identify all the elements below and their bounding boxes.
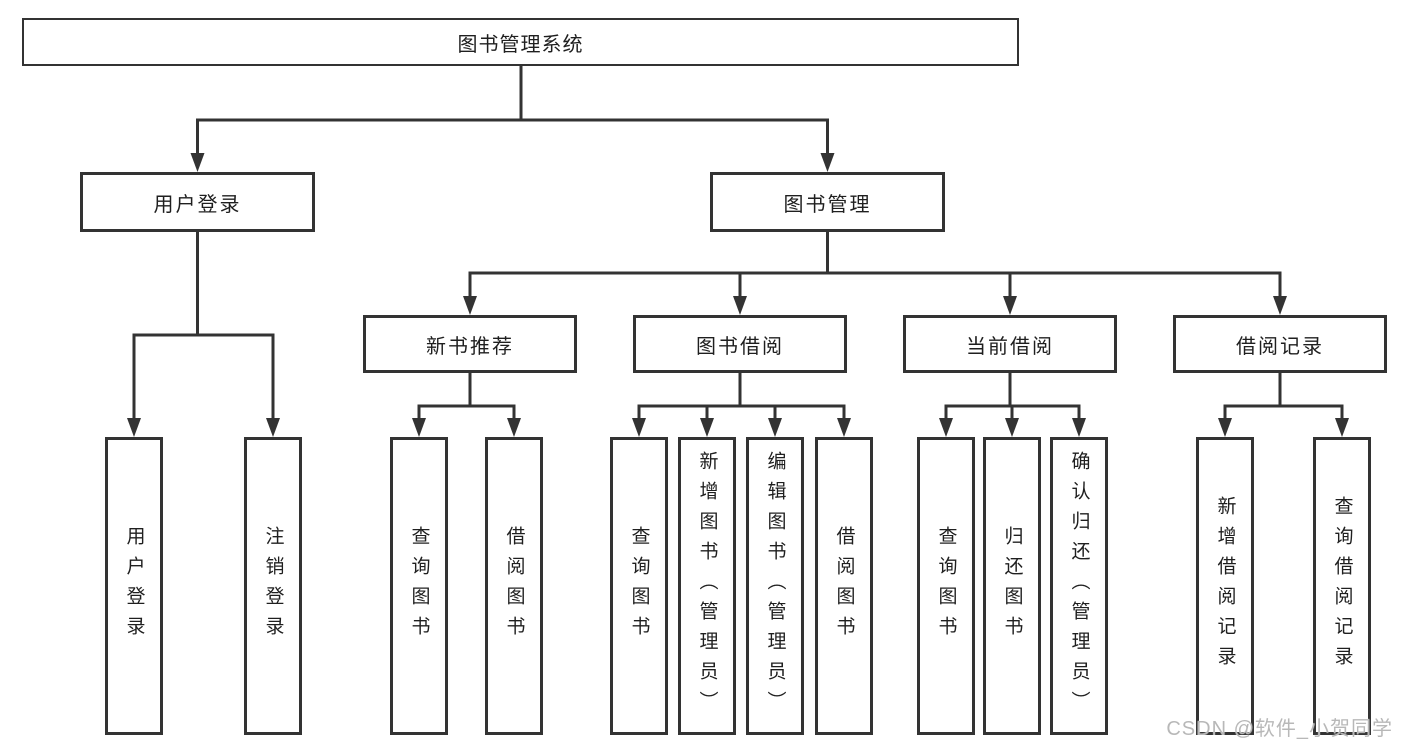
node-root: 图书管理系统 — [22, 18, 1019, 66]
node-user-login-label: 用户登录 — [153, 193, 242, 216]
leaf-edit-book-admin-label: 编辑图书（管理员） — [764, 451, 786, 721]
node-borrowing-records-label: 借阅记录 — [1236, 335, 1324, 358]
node-user-login: 用户登录 — [80, 172, 315, 232]
node-borrowing-records: 借阅记录 — [1173, 315, 1387, 373]
node-current-borrowing: 当前借阅 — [903, 315, 1117, 373]
leaf-query-books-borrowing-label: 查询图书 — [628, 526, 650, 646]
leaf-add-book-admin: 新增图书（管理员） — [678, 437, 736, 735]
leaf-query-borrow-record-label: 查询借阅记录 — [1331, 496, 1353, 676]
node-root-label: 图书管理系统 — [457, 33, 584, 56]
node-book-borrowing: 图书借阅 — [633, 315, 847, 373]
leaf-borrow-books-recommend-label: 借阅图书 — [503, 526, 525, 646]
node-new-book-recommend: 新书推荐 — [363, 315, 577, 373]
leaf-borrow-books-recommend: 借阅图书 — [485, 437, 543, 735]
leaf-confirm-return-admin: 确认归还（管理员） — [1050, 437, 1108, 735]
leaf-query-books-current: 查询图书 — [917, 437, 975, 735]
node-new-book-recommend-label: 新书推荐 — [426, 335, 514, 358]
leaf-return-book-label: 归还图书 — [1001, 526, 1023, 646]
leaf-add-borrow-record-label: 新增借阅记录 — [1214, 496, 1236, 676]
leaf-logout-label: 注销登录 — [262, 526, 284, 646]
node-book-borrowing-label: 图书借阅 — [696, 335, 784, 358]
leaf-query-books-current-label: 查询图书 — [935, 526, 957, 646]
leaf-add-borrow-record: 新增借阅记录 — [1196, 437, 1254, 735]
node-current-borrowing-label: 当前借阅 — [966, 335, 1054, 358]
leaf-logout: 注销登录 — [244, 437, 302, 735]
leaf-query-books-recommend-label: 查询图书 — [408, 526, 430, 646]
leaf-add-book-admin-label: 新增图书（管理员） — [696, 451, 718, 721]
leaf-edit-book-admin: 编辑图书（管理员） — [746, 437, 804, 735]
node-book-management: 图书管理 — [710, 172, 945, 232]
leaf-return-book: 归还图书 — [983, 437, 1041, 735]
leaf-user-login-label: 用户登录 — [123, 526, 145, 646]
leaf-query-books-recommend: 查询图书 — [390, 437, 448, 735]
leaf-user-login: 用户登录 — [105, 437, 163, 735]
leaf-borrow-books-borrowing-label: 借阅图书 — [833, 526, 855, 646]
csdn-watermark: CSDN @软件_小贺同学 — [1166, 718, 1393, 740]
leaf-borrow-books-borrowing: 借阅图书 — [815, 437, 873, 735]
leaf-query-books-borrowing: 查询图书 — [610, 437, 668, 735]
leaf-query-borrow-record: 查询借阅记录 — [1313, 437, 1371, 735]
leaf-confirm-return-admin-label: 确认归还（管理员） — [1068, 451, 1090, 721]
node-book-management-label: 图书管理 — [783, 193, 872, 216]
